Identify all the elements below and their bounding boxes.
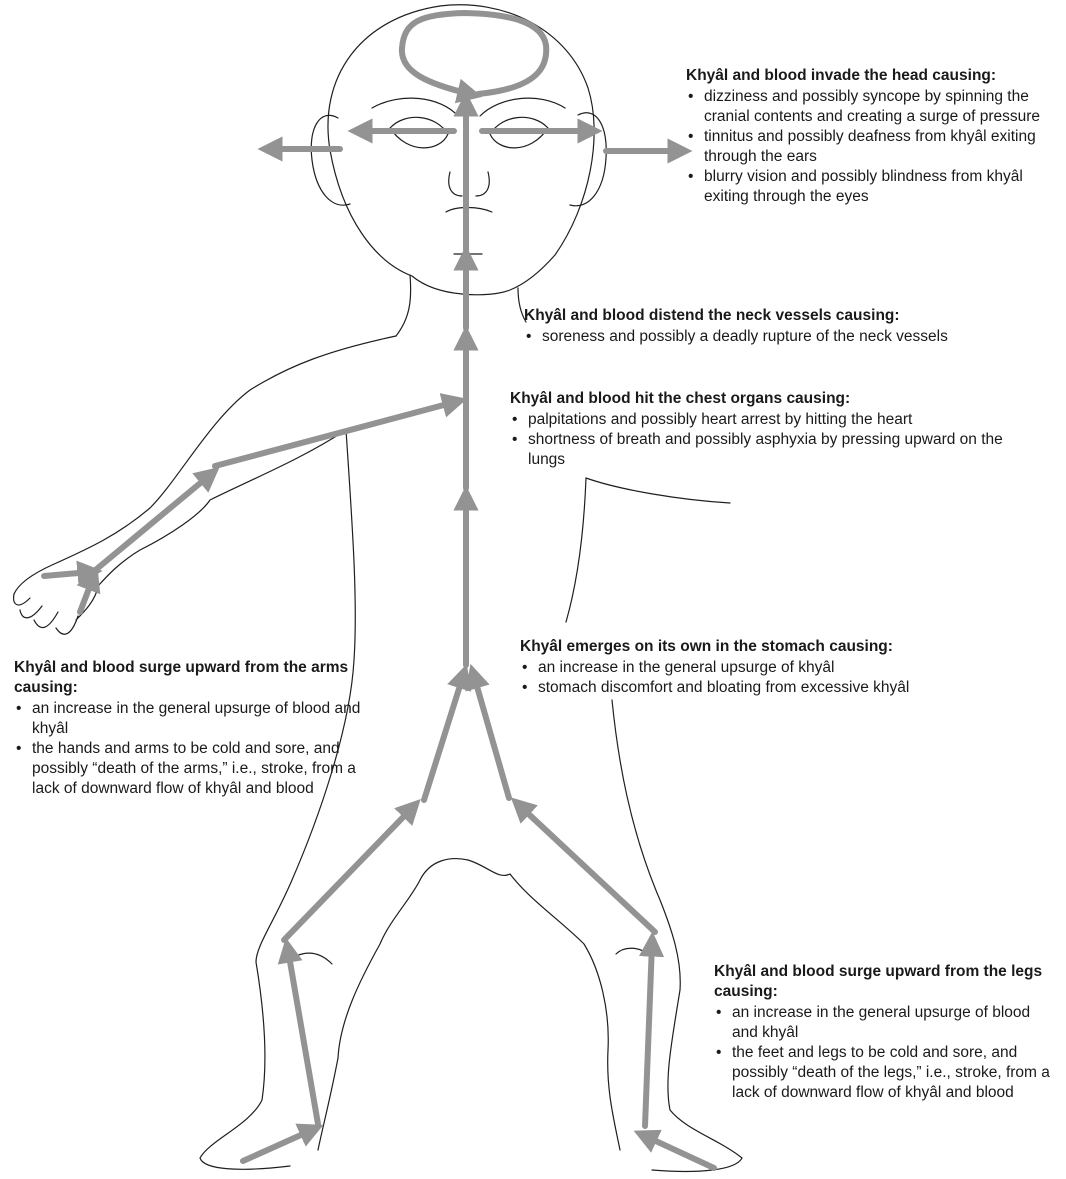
left-foot-arrow [243, 1130, 312, 1161]
head-outline [328, 5, 594, 295]
list-item: palpitations and possibly heart arrest b… [510, 410, 1030, 430]
right-leg-inner [510, 874, 620, 1150]
head-annotation: Khyâl and blood invade the head causing:… [686, 66, 1058, 207]
upper-arm-arrow [215, 402, 455, 466]
arms-annotation: Khyâl and blood surge upward from the ar… [14, 658, 376, 799]
legs-annotation-list: an increase in the general upsurge of bl… [714, 1003, 1054, 1103]
list-item: dizziness and possibly syncope by spinni… [686, 87, 1058, 127]
shoulder-right [586, 478, 730, 503]
legs-annotation: Khyâl and blood surge upward from the le… [714, 962, 1054, 1103]
arms-annotation-heading: Khyâl and blood surge upward from the ar… [14, 658, 376, 698]
left-ear [311, 115, 350, 205]
arm-upper-edge [14, 336, 396, 594]
stomach-annotation-list: an increase in the general upsurge of kh… [520, 658, 1060, 698]
left-leg-inner [318, 880, 420, 1150]
left-leg-outer [200, 962, 290, 1169]
list-item: an increase in the general upsurge of bl… [14, 699, 376, 739]
list-item: an increase in the general upsurge of bl… [714, 1003, 1054, 1043]
legs-annotation-heading: Khyâl and blood surge upward from the le… [714, 962, 1054, 1002]
chest-annotation-heading: Khyâl and blood hit the chest organs cau… [510, 389, 1030, 409]
nose [449, 172, 462, 196]
left-brow [372, 98, 458, 116]
list-item: blurry vision and possibly blindness fro… [686, 167, 1058, 207]
right-hip [612, 700, 680, 990]
forearm-arrow [93, 475, 210, 572]
arms-annotation-list: an increase in the general upsurge of bl… [14, 699, 376, 799]
right-pelvis-arrow [474, 676, 509, 798]
list-item: the feet and legs to be cold and sore, a… [714, 1043, 1054, 1103]
head-annotation-heading: Khyâl and blood invade the head causing: [686, 66, 1058, 86]
right-ear [570, 113, 606, 206]
stomach-annotation: Khyâl emerges on its own in the stomach … [520, 637, 1060, 698]
left-shin-arrow [288, 950, 318, 1124]
nose-right [476, 172, 489, 196]
finger-arrow-1 [44, 572, 90, 576]
neck-annotation-list: soreness and possibly a deadly rupture o… [524, 327, 1064, 347]
neck-annotation: Khyâl and blood distend the neck vessels… [524, 306, 1064, 347]
torso-right [566, 478, 586, 622]
stomach-annotation-heading: Khyâl emerges on its own in the stomach … [520, 637, 1060, 657]
right-knee [616, 948, 650, 956]
finger-arrow-2 [80, 578, 93, 612]
neck-annotation-heading: Khyâl and blood distend the neck vessels… [524, 306, 1064, 326]
list-item: tinnitus and possibly deafness from khyâ… [686, 127, 1058, 167]
list-item: the hands and arms to be cold and sore, … [14, 739, 376, 799]
right-foot-arrow [645, 1136, 714, 1168]
head-loop-arrow [402, 13, 546, 94]
list-item: soreness and possibly a deadly rupture o… [524, 327, 1064, 347]
crotch [420, 859, 510, 880]
body-outline [14, 5, 742, 1172]
list-item: shortness of breath and possibly asphyxi… [510, 430, 1030, 470]
left-knee [296, 953, 332, 964]
neck-left [396, 275, 411, 336]
right-brow [480, 98, 565, 116]
list-item: an increase in the general upsurge of kh… [520, 658, 1060, 678]
head-annotation-list: dizziness and possibly syncope by spinni… [686, 87, 1058, 207]
chest-annotation: Khyâl and blood hit the chest organs cau… [510, 389, 1030, 470]
left-pelvis-arrow [424, 676, 463, 800]
arm-lower-edge [98, 430, 346, 586]
flow-arrows [44, 13, 714, 1168]
chest-annotation-list: palpitations and possibly heart arrest b… [510, 410, 1030, 470]
right-shin-arrow [645, 944, 652, 1126]
list-item: stomach discomfort and bloating from exc… [520, 678, 1060, 698]
